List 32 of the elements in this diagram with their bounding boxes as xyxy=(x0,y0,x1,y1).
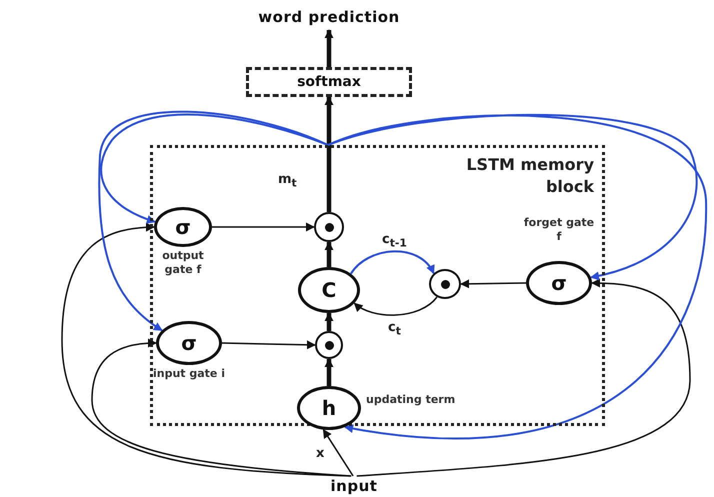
arrow xyxy=(324,29,334,67)
gate-caption: updating term xyxy=(366,393,456,407)
dashed-box: softmax xyxy=(246,67,412,97)
arrow xyxy=(356,278,691,477)
arrow xyxy=(324,358,334,386)
caption-text: input xyxy=(318,476,390,496)
arrow xyxy=(212,222,315,232)
arrow xyxy=(324,312,334,331)
gate-circle: σ xyxy=(526,261,592,305)
arrow xyxy=(324,96,334,212)
arrow xyxy=(222,340,316,350)
arrow xyxy=(91,338,352,477)
caption-text: word prediction xyxy=(239,4,419,30)
gate-circle: σ xyxy=(156,321,222,365)
gate-circle: h xyxy=(297,386,361,430)
product-circle xyxy=(314,212,344,242)
gate-circle: C xyxy=(298,267,360,313)
gate-caption: input gate i xyxy=(152,367,226,381)
product-circle xyxy=(315,331,343,359)
gate-circle: σ xyxy=(154,207,212,247)
arrow xyxy=(354,296,438,316)
gate-caption: output gate f xyxy=(161,249,205,276)
feedback-arrow xyxy=(328,114,707,440)
feedback-arrow xyxy=(328,114,698,280)
product-circle xyxy=(429,269,461,299)
feedback-arrow xyxy=(98,110,328,332)
arrow xyxy=(324,241,334,267)
gate-caption: forget gate f xyxy=(522,216,596,244)
arrow xyxy=(460,279,526,288)
arrow xyxy=(322,428,354,476)
block-heading: LSTM memory block xyxy=(465,154,594,198)
feedback-arrow xyxy=(350,250,435,274)
